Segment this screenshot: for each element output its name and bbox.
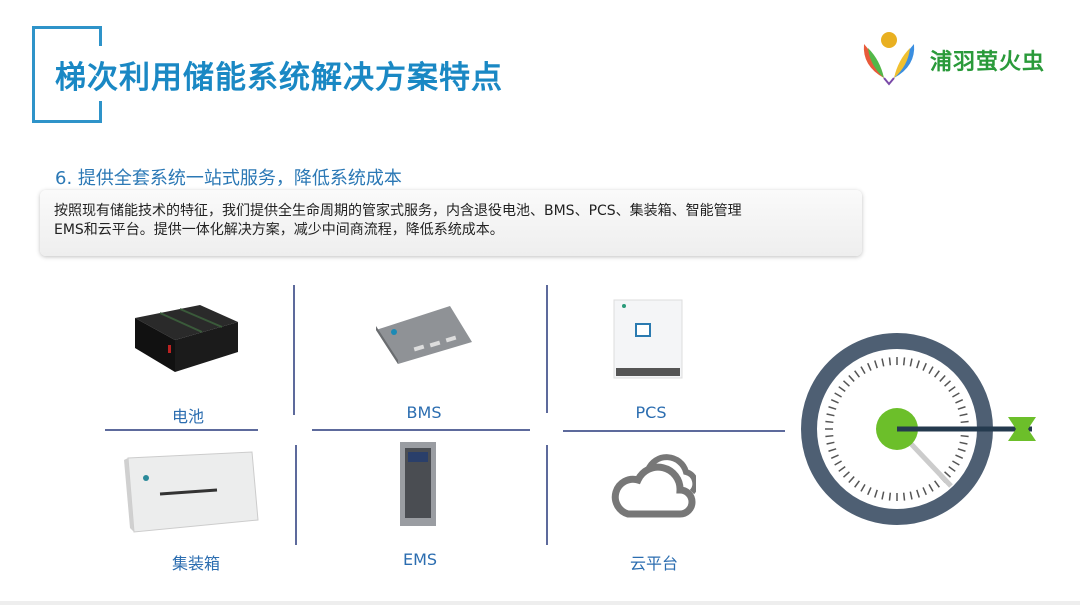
- logo-text: 浦羽萤火虫: [930, 50, 1046, 75]
- product-label-pcs: PCS: [635, 403, 667, 422]
- gauge-tick: [888, 492, 892, 501]
- gauge-tick: [944, 471, 952, 478]
- gauge-tick: [952, 460, 960, 466]
- gauge-tick: [916, 489, 920, 498]
- gauge-tick: [955, 399, 964, 404]
- gauge-tick: [960, 434, 969, 438]
- gauge-tick: [888, 357, 892, 366]
- gauge-tick: [939, 374, 946, 382]
- pcs-image: [613, 299, 683, 379]
- gauge-tick: [838, 466, 846, 472]
- gauge-tick: [957, 406, 966, 410]
- ems-cabinet-image: [400, 442, 436, 526]
- container-image: [124, 451, 259, 533]
- gauge-tick: [959, 441, 968, 445]
- title-bracket-top: [32, 26, 102, 29]
- divider: [312, 429, 530, 431]
- gauge-tick: [902, 492, 906, 501]
- description-line-2: EMS和云平台。提供一体化解决方案，减少中间商流程，降低系统成本。: [54, 222, 504, 238]
- gauge-tick: [944, 380, 952, 387]
- gauge-tick: [830, 454, 839, 459]
- target-gauge-icon: [801, 333, 1036, 525]
- gauge-tick: [916, 360, 920, 369]
- gauge-tick: [874, 489, 878, 498]
- divider: [563, 430, 785, 432]
- arrow-fletching: [1008, 417, 1036, 441]
- gauge-tick: [834, 460, 842, 466]
- gauge-tick: [952, 392, 960, 398]
- title-bracket-bottom: [32, 120, 102, 123]
- gauge-tick: [960, 420, 969, 424]
- divider: [295, 445, 297, 545]
- gauge-tick: [842, 471, 850, 478]
- description-line-1: 按照现有储能技术的特征，我们提供全生命周期的管家式服务，内含退役电池、BMS、P…: [54, 203, 742, 219]
- gauge-tick: [826, 413, 835, 417]
- gauge-tick: [909, 358, 913, 367]
- gauge-tick: [922, 362, 927, 371]
- gauge-tick: [959, 413, 968, 417]
- gauge-tick: [825, 420, 834, 424]
- battery-image: [135, 305, 238, 372]
- gauge-tick: [830, 399, 839, 404]
- gauge-tick: [881, 358, 885, 367]
- product-label-container: 集装箱: [171, 554, 221, 573]
- footer-bar: [0, 601, 1080, 605]
- product-label-ems: EMS: [402, 550, 438, 569]
- logo-icon: [863, 32, 915, 86]
- gauge-tick: [825, 434, 834, 438]
- gauge-tick: [948, 386, 956, 392]
- gauge-tick: [854, 480, 860, 488]
- gauge-tick: [834, 392, 842, 398]
- gauge-tick: [874, 360, 878, 369]
- divider: [546, 285, 548, 413]
- divider: [293, 285, 295, 415]
- gauge-tick: [922, 487, 927, 496]
- bms-image: [376, 306, 472, 364]
- gauge-tick: [957, 448, 966, 452]
- section-heading: 6. 提供全套系统一站式服务，降低系统成本: [55, 168, 402, 189]
- gauge-tick: [860, 484, 866, 492]
- gauge-tick: [860, 366, 866, 374]
- gauge-tick: [867, 362, 872, 371]
- gauge-tick: [828, 406, 837, 410]
- gauge-tick: [928, 484, 934, 492]
- gauge-tick: [955, 454, 964, 459]
- gauge-tick: [928, 366, 934, 374]
- gauge-tick: [854, 370, 860, 378]
- gauge-tick: [828, 448, 837, 452]
- gauge-tick: [867, 487, 872, 496]
- divider: [546, 445, 548, 545]
- gauge-tick: [838, 386, 846, 392]
- gauge-tick: [902, 357, 906, 366]
- page-title: 梯次利用储能系统解决方案特点: [55, 60, 503, 96]
- description-box: 按照现有储能技术的特征，我们提供全生命周期的管家式服务，内含退役电池、BMS、P…: [40, 190, 862, 256]
- gauge-tick: [881, 491, 885, 500]
- gauge-tick: [909, 491, 913, 500]
- title-bracket-bottom-right: [99, 101, 102, 123]
- gauge-tick: [842, 380, 850, 387]
- gauge-tick: [934, 480, 940, 488]
- gauge-tick: [948, 466, 956, 472]
- divider: [105, 429, 258, 431]
- gauge-tick: [934, 370, 940, 378]
- product-label-bms: BMS: [406, 403, 442, 422]
- gauge-tick: [848, 374, 855, 382]
- title-bracket-top-right: [99, 26, 102, 46]
- cloud-icon: [611, 454, 696, 518]
- title-bracket-left: [32, 26, 35, 123]
- gauge-tick: [848, 476, 855, 484]
- product-label-battery: 电池: [171, 407, 205, 426]
- gauge-tick: [826, 441, 835, 445]
- product-label-cloud: 云平台: [629, 554, 679, 573]
